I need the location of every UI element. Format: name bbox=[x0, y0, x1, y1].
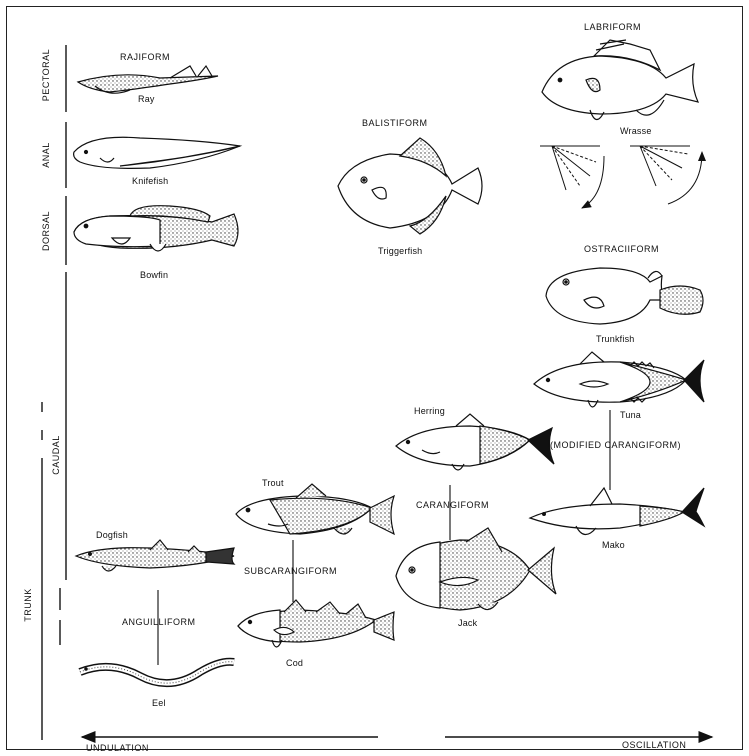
trout-figure bbox=[236, 484, 394, 534]
mode-carangiform: CARANGIFORM bbox=[416, 500, 489, 510]
herring-figure bbox=[396, 414, 554, 470]
group-label-caudal: CAUDAL bbox=[51, 427, 61, 483]
fish-label-triggerfish: Triggerfish bbox=[378, 246, 422, 256]
fish-label-cod: Cod bbox=[286, 658, 303, 668]
eel-figure bbox=[80, 662, 234, 683]
dogfish-figure bbox=[76, 540, 234, 571]
knifefish-figure bbox=[74, 137, 240, 168]
fish-label-herring: Herring bbox=[414, 406, 445, 416]
fish-label-dogfish: Dogfish bbox=[96, 530, 128, 540]
fish-label-trunkfish: Trunkfish bbox=[596, 334, 634, 344]
fish-label-knifefish: Knifefish bbox=[132, 176, 168, 186]
fish-label-bowfin: Bowfin bbox=[140, 270, 168, 280]
group-label-dorsal: DORSAL bbox=[41, 205, 51, 257]
cod-figure bbox=[238, 600, 394, 647]
wrasse-figure bbox=[542, 40, 698, 120]
mako-figure bbox=[530, 488, 704, 535]
fish-label-jack: Jack bbox=[458, 618, 477, 628]
ray-figure bbox=[78, 66, 218, 93]
mode-ostraciiform: OSTRACIIFORM bbox=[584, 244, 659, 254]
fish-label-wrasse: Wrasse bbox=[620, 126, 652, 136]
mode-subcarangiform: SUBCARANGIFORM bbox=[244, 566, 337, 576]
jack-figure bbox=[396, 528, 556, 610]
bowfin-figure bbox=[74, 206, 238, 251]
fish-label-tuna: Tuna bbox=[620, 410, 641, 420]
tuna-figure bbox=[534, 352, 704, 407]
trunkfish-figure bbox=[546, 268, 703, 324]
fish-label-trout: Trout bbox=[262, 478, 284, 488]
fish-label-ray: Ray bbox=[138, 94, 155, 104]
mode-balistiform: BALISTIFORM bbox=[362, 118, 428, 128]
axis-label-undulation: UNDULATION bbox=[86, 743, 149, 753]
group-label-trunk: TRUNK bbox=[23, 581, 33, 629]
mode-anguilliform: ANGUILLIFORM bbox=[122, 617, 196, 627]
fish-label-eel: Eel bbox=[152, 698, 166, 708]
mode-modified-carangiform: (MODIFIED CARANGIFORM) bbox=[550, 440, 681, 450]
mode-rajiform: RAJIFORM bbox=[120, 52, 170, 62]
group-label-pectoral: PECTORAL bbox=[41, 45, 51, 105]
triggerfish-figure bbox=[338, 138, 482, 234]
group-label-anal: ANAL bbox=[41, 133, 51, 177]
pectoral-stroke-diagram bbox=[540, 146, 702, 208]
fish-label-mako: Mako bbox=[602, 540, 625, 550]
axis-label-oscillation: OSCILLATION bbox=[622, 740, 686, 750]
mode-labriform: LABRIFORM bbox=[584, 22, 641, 32]
